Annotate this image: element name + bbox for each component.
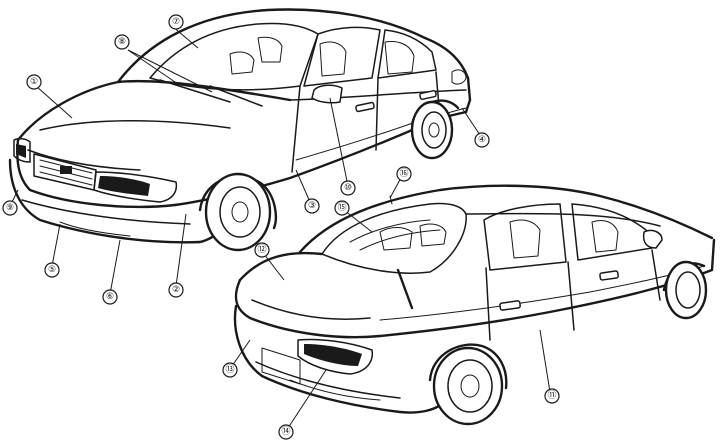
front-wheel [198, 172, 277, 252]
front-grille [33, 153, 97, 191]
front-door-handle [355, 101, 375, 113]
rear-bumper [233, 304, 444, 414]
side-mirror [311, 84, 343, 104]
callout-11: ⑪ [544, 388, 560, 404]
svg-text:⑩: ⑩ [344, 183, 352, 193]
rear-door-handle [419, 90, 437, 100]
svg-text:①: ① [30, 77, 38, 87]
rear-wheel-front-car [410, 99, 460, 160]
callout-13: ⑬ [222, 362, 238, 378]
callout-6: ⑥ [102, 289, 118, 305]
callout-markers: ① ② ③ ④ ⑤ ⑥ ⑦ ⑧ ⑨ ⑩ ⑪ ⑫ ⑬ ⑭ ⑮ ⑯ [2, 14, 560, 440]
callout-15: ⑮ [334, 200, 350, 216]
tail-lamp [297, 338, 374, 375]
rear-side-window [377, 29, 437, 79]
wipers [159, 79, 263, 107]
callout-7: ⑦ [168, 14, 184, 30]
callout-3: ③ [304, 198, 320, 214]
svg-text:⑪: ⑪ [547, 390, 556, 401]
callout-leaders [9, 25, 551, 429]
front-door-edge-2 [567, 261, 575, 331]
rear-door-edge [375, 77, 379, 151]
callout-9: ⑨ [2, 200, 18, 216]
front-view-car [8, 8, 472, 252]
callout-14: ⑭ [278, 424, 294, 440]
svg-text:⑧: ⑧ [118, 37, 126, 47]
svg-text:⑥: ⑥ [106, 292, 114, 302]
front-door-edge [291, 85, 301, 173]
rear-view-car [233, 184, 716, 426]
svg-text:④: ④ [478, 135, 486, 145]
license-plate-area [261, 347, 301, 385]
callout-10: ⑩ [340, 180, 356, 196]
svg-text:⑫: ⑫ [257, 244, 266, 255]
callout-8: ⑧ [114, 34, 130, 50]
rear-door-handle-2 [499, 300, 521, 311]
right-headlight [93, 171, 178, 203]
callout-1: ① [26, 74, 42, 90]
svg-text:⑤: ⑤ [48, 265, 56, 275]
front-wheel-rear-car [662, 260, 708, 320]
front-side-window [303, 26, 381, 87]
callout-12: ⑫ [254, 242, 270, 258]
svg-text:⑦: ⑦ [172, 17, 180, 27]
svg-text:⑭: ⑭ [281, 426, 290, 437]
svg-text:③: ③ [308, 201, 316, 211]
svg-text:⑬: ⑬ [225, 364, 234, 375]
rear-side-window-2 [483, 203, 567, 271]
callout-4: ④ [474, 132, 490, 148]
callout-2: ② [168, 282, 184, 298]
side-mirror-2 [642, 229, 663, 249]
defroster-lines [349, 219, 431, 243]
svg-text:②: ② [172, 285, 180, 295]
rear-wheel [428, 343, 508, 426]
callout-5: ⑤ [44, 262, 60, 278]
svg-text:⑮: ⑮ [337, 202, 346, 213]
callout-16: ⑯ [396, 166, 412, 182]
left-headlight [13, 137, 31, 163]
svg-text:⑨: ⑨ [6, 203, 14, 213]
antenna [396, 268, 414, 310]
front-door-handle-2 [599, 270, 619, 281]
trunk-lid [251, 299, 371, 320]
rear-door-edge-2 [485, 267, 491, 341]
front-side-window-2 [571, 203, 653, 261]
svg-text:⑯: ⑯ [399, 168, 408, 179]
